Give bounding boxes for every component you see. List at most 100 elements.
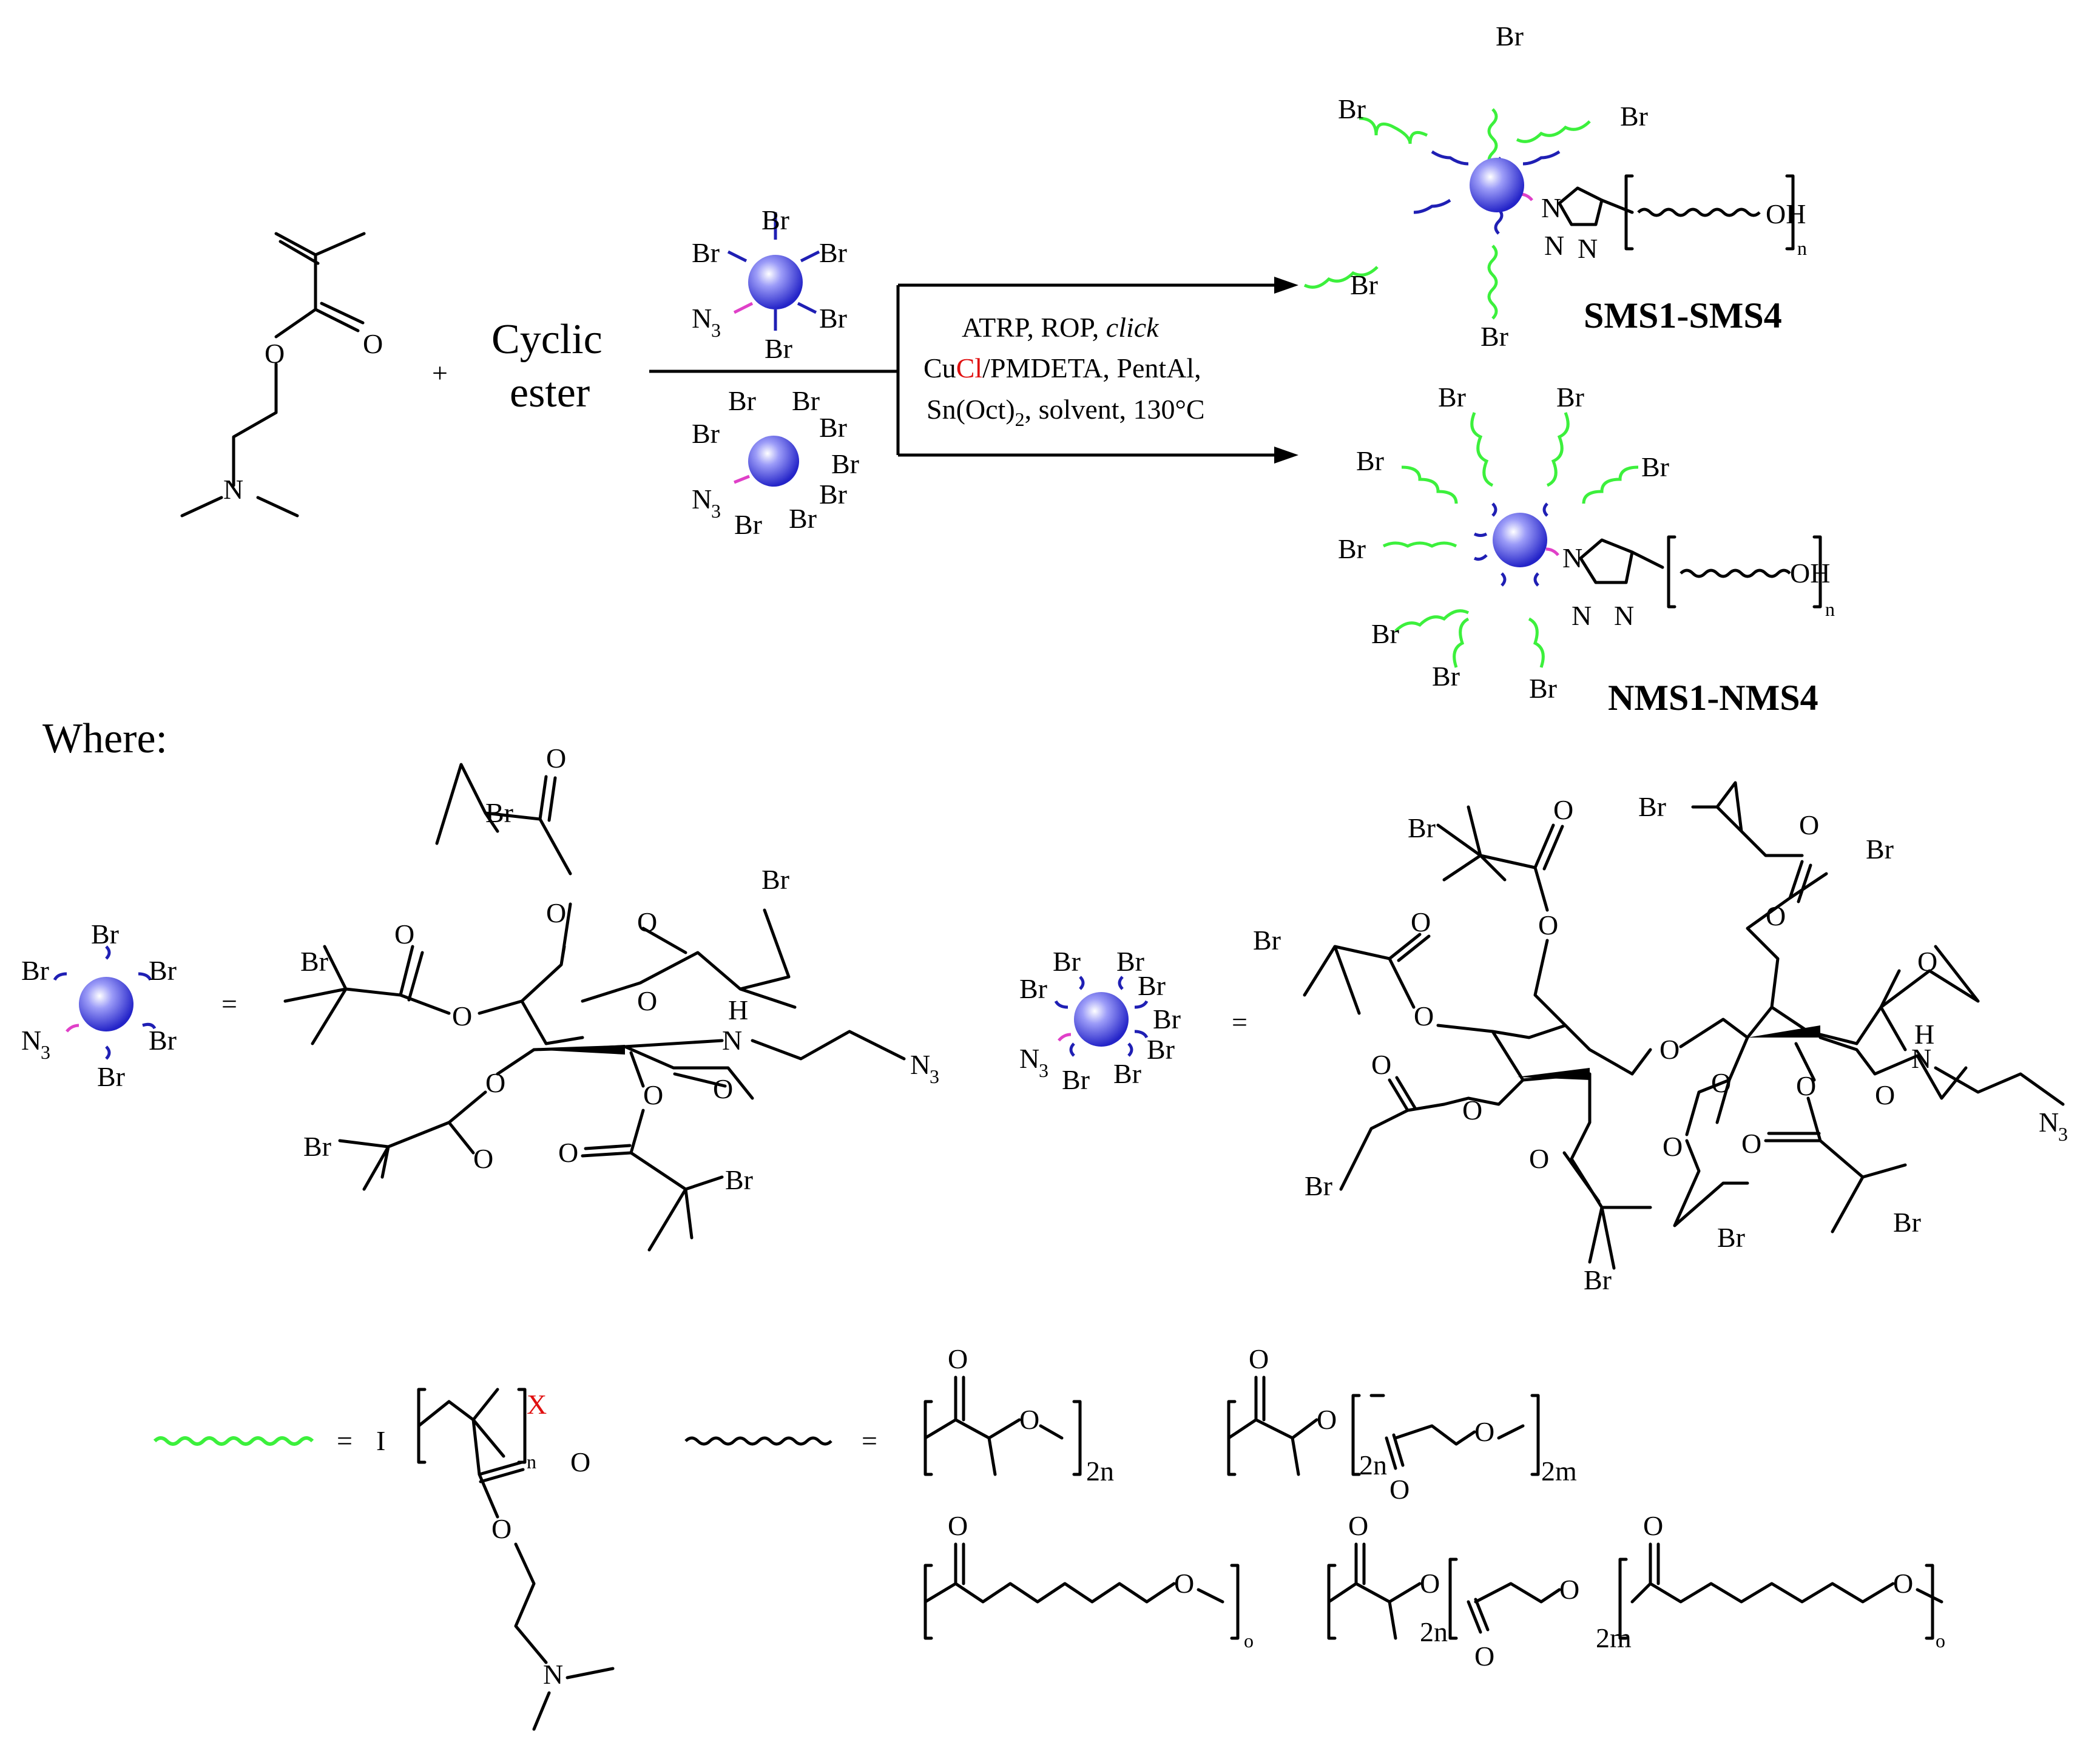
svg-text:Br: Br: [1062, 1064, 1090, 1095]
svg-text:O: O: [637, 985, 657, 1016]
pla-repeat-unit: O O 2n: [923, 1343, 1114, 1487]
svg-text:Br: Br: [761, 204, 789, 235]
carbonyl-oxygen-label: O: [363, 328, 383, 359]
svg-text:O: O: [643, 1079, 663, 1110]
svg-text:O: O: [1559, 1574, 1579, 1605]
svg-text:Br: Br: [1529, 673, 1557, 704]
svg-text:3: 3: [1039, 1059, 1048, 1081]
svg-text:N: N: [21, 1025, 41, 1056]
svg-text:H: H: [728, 994, 748, 1025]
svg-text:O: O: [546, 743, 566, 774]
svg-text:3: 3: [711, 319, 721, 341]
svg-text:O: O: [1414, 1001, 1434, 1031]
svg-text:O: O: [1317, 1404, 1337, 1435]
svg-text:N: N: [1572, 600, 1592, 631]
svg-text:Br: Br: [1620, 101, 1648, 132]
svg-text:I: I: [376, 1425, 385, 1456]
svg-text:O: O: [1799, 809, 1819, 840]
svg-text:O: O: [394, 919, 414, 950]
svg-text:n: n: [527, 1451, 536, 1473]
svg-text:O: O: [473, 1143, 493, 1174]
svg-text:n: n: [1825, 598, 1835, 620]
svg-text:2n: 2n: [1086, 1456, 1114, 1487]
svg-text:O: O: [1659, 1034, 1680, 1065]
svg-text:Br: Br: [1893, 1207, 1921, 1238]
svg-text:N: N: [1562, 542, 1582, 573]
svg-text:Br: Br: [1305, 1170, 1332, 1201]
svg-text:Br: Br: [819, 303, 847, 334]
conditions-line-3: Sn(Oct)2, solvent, 130°C: [927, 394, 1205, 430]
initiator-icon-large-bottom: Br Br Br Br Br Br Br Br N 3: [692, 385, 859, 540]
svg-text:O: O: [1389, 1474, 1410, 1505]
small-initiator-structure: Br O O O Br O O Br O O H N N 3 O O Br O …: [283, 743, 939, 1252]
svg-text:O: O: [1420, 1568, 1440, 1599]
plga-repeat-unit: O O 2n O O 2m: [1227, 1343, 1577, 1505]
svg-text:O: O: [1474, 1416, 1494, 1447]
svg-text:N: N: [910, 1049, 930, 1080]
svg-text:Br: Br: [1496, 21, 1524, 52]
svg-text:O: O: [1019, 1404, 1039, 1435]
svg-text:O: O: [452, 1001, 472, 1031]
svg-text:Br: Br: [1641, 451, 1669, 482]
svg-text:O: O: [1411, 906, 1431, 937]
svg-text:O: O: [546, 897, 566, 928]
svg-text:O: O: [1249, 1343, 1269, 1374]
svg-text:O: O: [491, 1513, 511, 1544]
svg-text:O: O: [1741, 1128, 1761, 1159]
svg-text:3: 3: [930, 1065, 939, 1087]
svg-text:Br: Br: [692, 418, 720, 449]
svg-text:Br: Br: [149, 955, 177, 986]
product-2-label: NMS1-NMS4: [1608, 678, 1818, 718]
svg-text:O: O: [1893, 1568, 1913, 1599]
equals-3: =: [337, 1425, 353, 1456]
svg-text:O: O: [558, 1137, 578, 1168]
cyclic-label: Cyclic: [491, 316, 603, 363]
legend-initiator-large: Br Br Br Br Br Br Br Br N 3: [1019, 946, 1181, 1095]
product-star-sms: Br Br Br Br Br N N N OH n: [1303, 21, 1807, 352]
svg-text:Br: Br: [1408, 812, 1436, 843]
pdmaema-repeat-unit: I X n O O N: [376, 1388, 615, 1731]
dmaema-monomer: O O N: [180, 232, 383, 518]
svg-text:Br: Br: [149, 1025, 177, 1056]
amine-nitrogen-label: N: [223, 474, 243, 505]
svg-text:O: O: [1663, 1131, 1683, 1162]
pcl-repeat-unit: O O o: [923, 1510, 1254, 1652]
equals-4: =: [862, 1425, 877, 1456]
svg-text:Br: Br: [725, 1164, 753, 1195]
branching-arrows: [896, 277, 1298, 464]
green-chain-legend: [153, 1436, 314, 1446]
svg-text:3: 3: [41, 1041, 50, 1063]
svg-text:Br: Br: [1113, 1058, 1141, 1089]
svg-text:N: N: [1019, 1043, 1039, 1074]
svg-text:Br: Br: [1556, 382, 1584, 413]
svg-text:Br: Br: [1717, 1222, 1745, 1253]
svg-text:Br: Br: [1371, 618, 1399, 649]
conditions-line-1: ATRP, ROP, click: [962, 312, 1160, 343]
svg-text:Br: Br: [761, 864, 789, 895]
svg-text:Br: Br: [1153, 1004, 1181, 1035]
conditions-line-2: CuCl/PMDETA, PentAl,: [923, 353, 1201, 383]
svg-text:Br: Br: [1480, 321, 1508, 352]
svg-text:Br: Br: [1338, 533, 1366, 564]
svg-text:N: N: [1578, 233, 1598, 264]
svg-text:Br: Br: [1116, 946, 1144, 977]
large-initiator-structure: Br O O O Br O O O Br O Br O O Br O Br O …: [1253, 781, 2068, 1295]
svg-text:Br: Br: [1138, 970, 1166, 1001]
svg-text:O: O: [637, 906, 657, 937]
svg-text:OH: OH: [1766, 198, 1806, 229]
svg-text:N: N: [692, 303, 712, 334]
svg-text:O: O: [570, 1446, 590, 1477]
svg-text:2n: 2n: [1420, 1616, 1448, 1647]
svg-text:Br: Br: [97, 1061, 125, 1092]
svg-text:O: O: [1529, 1143, 1549, 1174]
svg-text:N: N: [722, 1025, 742, 1056]
svg-text:X: X: [527, 1389, 547, 1420]
svg-text:O: O: [948, 1510, 968, 1541]
product-1-label: SMS1-SMS4: [1584, 295, 1782, 336]
svg-text:N: N: [692, 484, 712, 515]
svg-text:Br: Br: [831, 448, 859, 479]
svg-text:Br: Br: [1356, 445, 1384, 476]
svg-text:n: n: [1797, 237, 1807, 259]
svg-text:Br: Br: [1432, 661, 1460, 692]
